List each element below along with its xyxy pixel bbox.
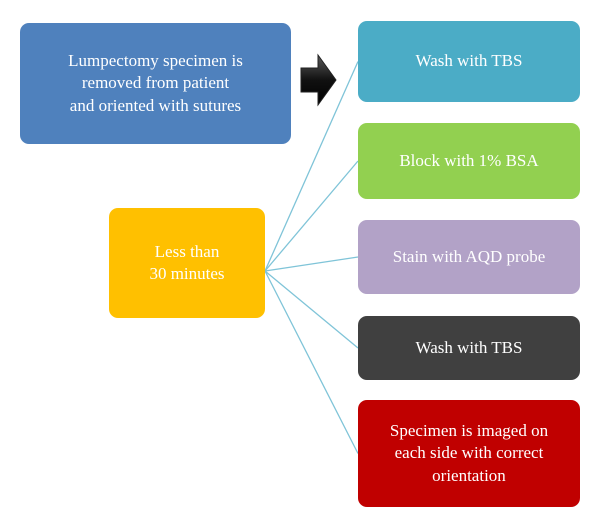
- connector-line-1: [264, 61, 359, 272]
- connector-line-4: [264, 270, 359, 349]
- step-block-bsa: Block with 1% BSA: [358, 123, 580, 199]
- connector-lines: [264, 61, 359, 454]
- origin-box: Lumpectomy specimen is removed from pati…: [20, 23, 291, 144]
- right-arrow-icon: [300, 53, 337, 107]
- step-wash-tbs-1: Wash with TBS: [358, 21, 580, 102]
- connector-line-2: [264, 160, 359, 272]
- connector-line-3: [264, 256, 359, 272]
- connector-line-5: [264, 270, 359, 454]
- time-limit-box: Less than 30 minutes: [109, 208, 265, 318]
- step-stain-aqd: Stain with AQD probe: [358, 220, 580, 294]
- step-wash-tbs-2: Wash with TBS: [358, 316, 580, 380]
- step-image-specimen: Specimen is imaged on each side with cor…: [358, 400, 580, 507]
